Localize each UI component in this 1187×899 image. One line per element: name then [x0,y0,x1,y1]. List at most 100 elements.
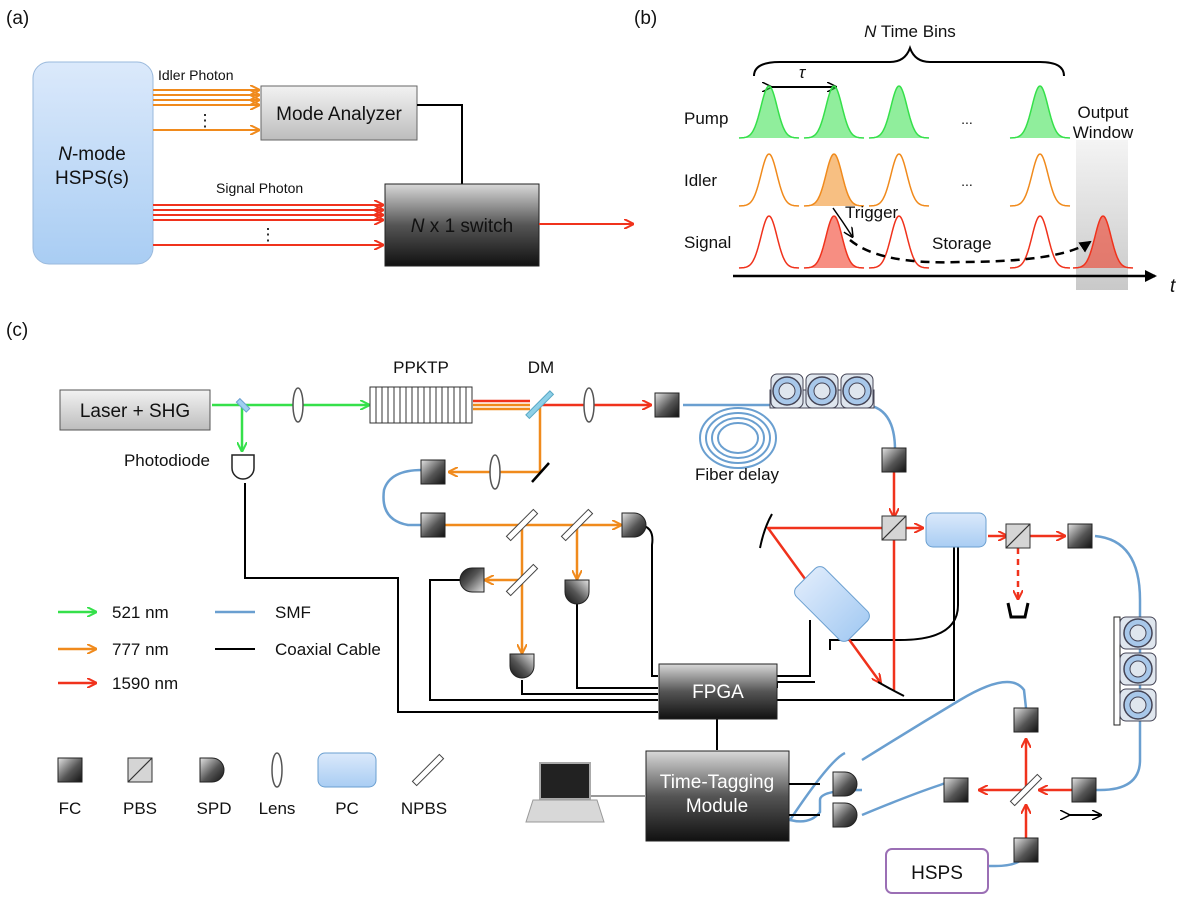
legend-pbs-icon [127,757,153,783]
panel-b: (b) N Time Bins τ Pump Idler Signal Outp… [634,8,1176,297]
fiber-coupler-hom-1 [1013,707,1039,733]
idler-pulse [738,153,800,207]
fpga-label: FPGA [692,682,744,703]
legend-pc-icon [317,752,377,788]
mode-analyzer-label: Mode Analyzer [276,104,402,125]
legend-label-777: 777 nm [112,640,169,659]
lens-2 [583,387,595,423]
pbs-output [1005,523,1031,549]
time-bins-brace [753,45,1065,77]
legend-npbs-label: NPBS [401,799,447,818]
row-label-pump: Pump [684,109,728,128]
panel-a: (a) N-mode HSPS(s) Idler Photon ⋮ Mode A… [6,8,632,267]
legend-label-coax: Coaxial Cable [275,640,381,659]
ppktp-crystal [369,386,473,424]
signal-pulse [738,215,800,269]
laptop-icon [525,762,605,823]
idler-pulse [803,153,865,207]
spd-signal-2 [832,802,858,828]
laser-box [59,389,211,431]
switch-label: N x 1 switch [411,216,513,237]
spd-idler-2 [459,567,485,593]
idler-dots: ⋮ [197,111,214,130]
legend-spd-label: SPD [197,799,232,818]
legend-pbs-label: PBS [123,799,157,818]
pickoff-mirror [235,397,251,413]
signal-pulse [1009,215,1071,269]
idler-photon-lines [153,90,258,130]
idler-pulse [1009,153,1071,207]
legend: 521 nm 777 nm 1590 nm SMF Coaxial Cable … [57,603,447,818]
trigger-label: Trigger [845,203,899,222]
signal-dots: ⋮ [260,225,277,244]
idler-ellipsis: ... [961,173,973,189]
lens-1 [292,387,304,423]
fiber-coupler-signal-in [881,447,907,473]
analyzer-to-switch-wire [417,104,463,184]
storage-label: Storage [932,234,992,253]
fiber-coupler-hom-3 [1071,777,1097,803]
dichroic-mirror [525,390,555,420]
panel-b-tag: (b) [634,8,657,29]
row-label-signal: Signal [684,233,731,252]
hsps-source-label-2: HSPS(s) [55,168,129,189]
legend-lens-icon [271,752,283,788]
polarization-controller-right [1113,616,1157,726]
pump-pulse [803,85,865,139]
switch-box [384,183,540,267]
signal-pulse [803,215,865,269]
polarization-controller-top [769,373,875,409]
legend-pc-label: PC [335,799,359,818]
pulse-train [738,85,1134,269]
spd-idler-4 [509,653,535,679]
fpga-box [658,663,778,720]
pockels-cell-2 [794,566,870,642]
beam-dump [1006,602,1030,619]
signal-pulse [868,215,930,269]
time-axis-label: t [1170,276,1176,297]
lens-3 [489,454,501,490]
dm-label: DM [528,358,554,377]
legend-fc-label: FC [59,799,82,818]
panel-a-tag: (a) [6,8,29,29]
fold-mirror [531,462,550,483]
legend-lens-label: Lens [259,799,296,818]
output-window-label-2: Window [1073,123,1134,142]
hsps-source-box [32,61,154,265]
fiber-coupler-hom-4 [1013,837,1039,863]
photodiode-label: Photodiode [124,451,210,470]
hsps-source-label-1: N-mode [58,144,126,165]
fiber-coupler-hom-2 [943,777,969,803]
panel-c: (c) [6,320,1157,894]
panel-c-tag: (c) [6,320,28,341]
ttm-label-1: Time-Tagging [660,772,774,793]
ppktp-label: PPKTP [393,358,449,377]
ttm-label-2: Module [686,796,748,817]
cavity-mirror-1 [759,513,773,549]
beams [212,399,1078,840]
signal-output-pulse [1072,215,1134,269]
pockels-cell-1 [925,512,987,548]
pump-pulse [738,85,800,139]
spd-signal-1 [832,771,858,797]
idler-photon-label: Idler Photon [158,67,234,83]
fiber-coupler-idler-in [420,459,446,485]
legend-label-521: 521 nm [112,603,169,622]
legend-npbs-icon [411,753,445,787]
row-label-idler: Idler [684,171,717,190]
legend-fc-icon [57,757,83,783]
legend-label-1590: 1590 nm [112,674,178,693]
fiber-delay-coil [699,407,777,469]
fiber-coupler-pump-out [654,392,680,418]
mode-analyzer-box [260,85,418,141]
fiber-coupler-idler-out [420,512,446,538]
spd-idler-3 [564,579,590,605]
signal-photon-label: Signal Photon [216,180,303,196]
output-window-label-1: Output [1077,103,1128,122]
time-bins-label: N Time Bins [864,22,956,41]
hsps-box [885,848,989,894]
pump-pulse [1009,85,1071,139]
fiber-delay-label: Fiber delay [695,465,780,484]
trigger-arrow [832,207,852,236]
ttm-box [645,750,790,842]
